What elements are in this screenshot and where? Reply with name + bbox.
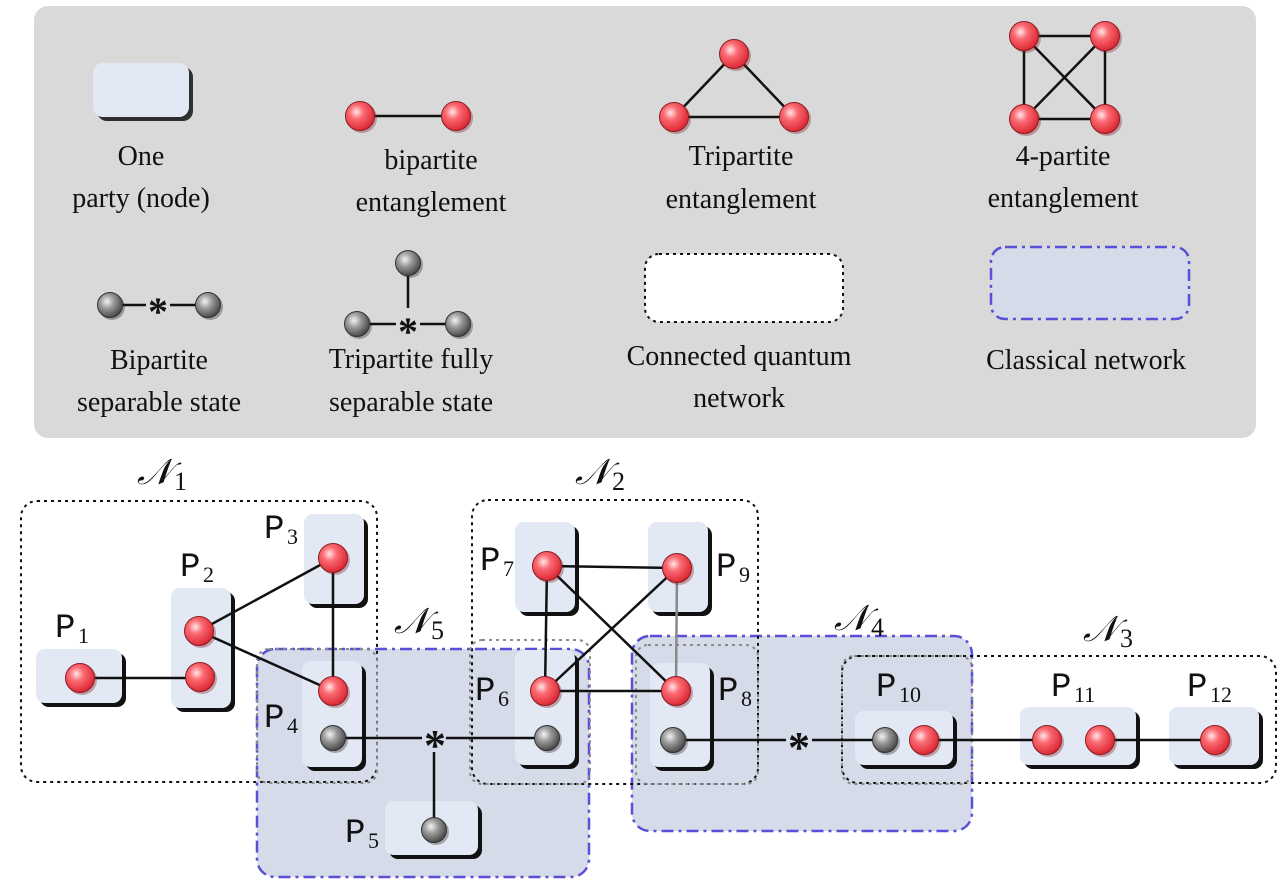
overlap-region-n2-n4 [635,644,759,785]
legend-bipartite-label-2: entanglement [356,187,507,218]
legend-connected-network: Connected quantum network [627,253,852,414]
separable-star-icon: * [788,723,810,772]
separable-star-icon: * [398,309,418,354]
svg-text:12: 12 [1210,682,1232,707]
entanglement-links [80,556,1215,742]
svg-text:11: 11 [1074,682,1095,707]
svg-text:5: 5 [368,828,379,853]
svg-text:9: 9 [739,562,750,587]
legend-connected-label-2: network [693,383,785,414]
svg-text:2: 2 [612,467,625,496]
svg-text:5: 5 [431,616,444,645]
svg-text:P: P [718,673,738,711]
legend-bipartite-label-1: bipartite [384,145,477,176]
overlap-region-n3-n4 [841,655,973,785]
label-n5: 𝒩 5 [394,601,444,645]
svg-text:7: 7 [503,556,514,581]
legend-bipartite-separable: * Bipartite separable state [77,289,241,418]
svg-text:4: 4 [871,613,884,642]
legend-bisep-label-2: separable state [77,387,241,418]
svg-text:P: P [264,700,284,738]
svg-text:6: 6 [498,686,509,711]
svg-text:3: 3 [1120,624,1133,653]
svg-text:4: 4 [287,713,298,738]
legend-classical-label: Classical network [986,345,1186,376]
svg-text:10: 10 [899,682,921,707]
legend-4partite-label-2: entanglement [988,183,1139,214]
quantum-network-n1 [20,500,378,783]
svg-text:1: 1 [174,467,187,496]
label-n4: 𝒩 4 [834,598,884,642]
svg-text:1: 1 [78,623,89,648]
svg-text:P: P [180,549,200,587]
legend-tripartite: Tripartite entanglement [659,39,817,215]
legend-one-party-label-2: party (node) [72,183,210,214]
legend-trisep-label-2: separable state [329,387,493,418]
legend-tripartite-label-1: Tripartite [689,141,794,172]
legend-tripartite-label-2: entanglement [666,184,817,215]
legend-one-party-label-1: One [118,141,165,172]
svg-text:P: P [876,669,896,707]
svg-text:P: P [345,815,365,853]
legend-trisep-label-1: Tripartite fully [329,344,494,375]
svg-text:P: P [480,543,500,581]
legend-connected-label-1: Connected quantum [627,341,852,372]
svg-text:8: 8 [741,686,752,711]
label-n3: 𝒩 3 [1083,609,1133,653]
svg-text:2: 2 [203,562,214,587]
legend-bisep-label-1: Bipartite [110,345,208,376]
quantum-network-n2 [471,499,759,785]
legend-panel: One party (node) bipartite entanglement … [34,6,1256,438]
svg-text:P: P [475,673,495,711]
svg-text:3: 3 [287,524,298,549]
svg-text:P: P [264,511,284,549]
separable-star-icon: * [148,289,168,334]
label-n1: 𝒩 1 [137,452,187,496]
overlap-region-n2-n5 [469,639,591,785]
network-main: 𝒩 1 𝒩 2 𝒩 3 𝒩 4 𝒩 5 [20,452,1277,879]
legend-tripartite-separable: * Tripartite fully separable state [329,250,494,418]
legend-bipartite: bipartite entanglement [345,101,507,218]
svg-text:P: P [716,549,736,587]
legend-4partite-label-1: 4-partite [1016,141,1111,172]
legend-4partite: 4-partite entanglement [988,21,1139,214]
overlap-region-n1-n5 [256,648,378,784]
legend-one-party: One party (node) [72,63,210,214]
label-n2: 𝒩 2 [575,452,625,496]
legend-classical-network: Classical network [986,245,1191,376]
separable-star-icon: * [424,721,446,770]
svg-text:P: P [55,610,75,648]
svg-text:P: P [1051,669,1071,707]
svg-text:P: P [1187,669,1207,707]
